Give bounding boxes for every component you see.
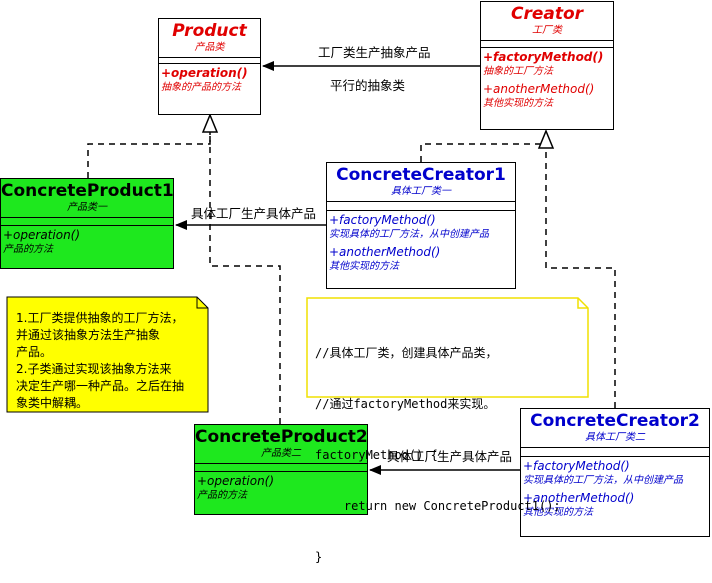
concrete-creator2-factory-method-desc: 实现具体的工厂方法，从中创建产品 bbox=[523, 475, 683, 486]
concrete-creator2-another-method: +anotherMethod() bbox=[523, 491, 635, 505]
code-note-shape bbox=[306, 297, 589, 398]
concrete-creator1-factory-method: +factoryMethod() bbox=[329, 213, 436, 227]
concrete-product2-operation: +operation() bbox=[197, 474, 275, 488]
cc2-cp2-label: 具体工厂生产具体产品 bbox=[387, 449, 513, 464]
concrete-product1-attributes bbox=[1, 218, 173, 226]
code-note-line-2: //通过factoryMethod来实现。 bbox=[315, 397, 496, 411]
left-note-line-3: 产品。 bbox=[16, 345, 53, 359]
concrete-creator2-factory-method: +factoryMethod() bbox=[523, 459, 630, 473]
concrete-creator1-another-method-desc: 其他实现的方法 bbox=[329, 261, 399, 272]
concrete-creator2-name: ConcreteCreator2 bbox=[530, 411, 700, 431]
concrete-creator1-subtitle: 具体工厂类一 bbox=[391, 186, 451, 197]
creator-factory-method-desc: 抽象的工厂方法 bbox=[483, 66, 553, 77]
concrete-product2-attributes bbox=[195, 464, 367, 472]
left-note-line-4: 2.子类通过实现该抽象方法来 bbox=[16, 362, 172, 376]
creator-factory-method: +factoryMethod() bbox=[483, 50, 604, 64]
concrete-creator1-class[interactable]: ConcreteCreator1 具体工厂类一 +factoryMethod()… bbox=[326, 162, 516, 289]
code-note-line-4: return new ConcreteProduct1(); bbox=[315, 499, 561, 513]
creator-product-label-1: 工厂类生产抽象产品 bbox=[318, 45, 431, 60]
connector-layer bbox=[6, 61, 616, 475]
code-note-line-1: //具体工厂类，创建具体产品类， bbox=[315, 346, 498, 360]
concrete-product1-subtitle: 产品类一 bbox=[67, 202, 107, 213]
left-note-line-1: 1.工厂类提供抽象的工厂方法， bbox=[16, 311, 184, 325]
creator-class-subtitle: 工厂类 bbox=[532, 25, 562, 36]
cp2-product-inheritance bbox=[209, 132, 281, 424]
creator-another-method: +anotherMethod() bbox=[483, 82, 595, 96]
product-class[interactable]: Product 产品类 +operation() 抽象的产品的方法 bbox=[158, 18, 261, 115]
concrete-product1-name: ConcreteProduct1 bbox=[1, 181, 174, 201]
product-operation: +operation() bbox=[161, 66, 248, 80]
concrete-product1-class[interactable]: ConcreteProduct1 产品类一 +operation() 产品的方法 bbox=[0, 178, 174, 269]
creator-another-method-desc: 其他实现的方法 bbox=[483, 98, 553, 109]
code-note-line-5: } bbox=[315, 550, 323, 564]
concrete-creator2-attributes bbox=[521, 448, 709, 457]
left-note-shape bbox=[6, 296, 209, 413]
product-inheritance-triangle bbox=[201, 113, 219, 133]
concrete-creator2-class[interactable]: ConcreteCreator2 具体工厂类二 +factoryMethod()… bbox=[520, 408, 710, 537]
product-attributes bbox=[159, 58, 260, 64]
cc1-creator-inheritance bbox=[420, 143, 547, 162]
product-class-subtitle: 产品类 bbox=[194, 42, 225, 53]
left-note-line-2: 并通过该抽象方法生产抽象 bbox=[16, 328, 161, 342]
code-note: //具体工厂类，创建具体产品类， //通过factoryMethod来实现。 f… bbox=[315, 311, 585, 583]
concrete-creator2-another-method-desc: 其他实现的方法 bbox=[523, 507, 593, 518]
product-operation-desc: 抽象的产品的方法 bbox=[161, 82, 241, 93]
concrete-creator1-attributes bbox=[327, 202, 515, 211]
concrete-product1-operation: +operation() bbox=[3, 228, 81, 242]
creator-attributes bbox=[481, 41, 613, 48]
concrete-product1-operation-desc: 产品的方法 bbox=[3, 244, 53, 255]
left-note-line-6: 象类中解耦。 bbox=[16, 396, 89, 410]
cc2-creator-inheritance bbox=[545, 148, 616, 408]
cp1-product-inheritance bbox=[87, 132, 211, 178]
concrete-product2-name: ConcreteProduct2 bbox=[195, 427, 368, 447]
concrete-creator1-another-method: +anotherMethod() bbox=[329, 245, 441, 259]
concrete-product2-subtitle: 产品类二 bbox=[261, 448, 301, 459]
concrete-product2-operation-desc: 产品的方法 bbox=[197, 490, 247, 501]
product-class-name: Product bbox=[172, 21, 247, 41]
creator-inheritance-triangle bbox=[537, 129, 555, 149]
code-note-line-3: factoryMethod() { bbox=[315, 448, 438, 462]
creator-class-name: Creator bbox=[510, 4, 584, 24]
concrete-creator1-name: ConcreteCreator1 bbox=[336, 165, 506, 185]
concrete-product2-class[interactable]: ConcreteProduct2 产品类二 +operation() 产品的方法 bbox=[194, 424, 368, 515]
creator-product-label-2: 平行的抽象类 bbox=[330, 78, 406, 93]
left-note: 1.工厂类提供抽象的工厂方法， 并通过该抽象方法生产抽象 产品。 2.子类通过实… bbox=[16, 310, 206, 412]
concrete-creator1-factory-method-desc: 实现具体的工厂方法，从中创建产品 bbox=[329, 229, 489, 240]
left-note-line-5: 决定生产哪一种产品。之后在抽 bbox=[16, 379, 185, 393]
creator-class[interactable]: Creator 工厂类 +factoryMethod() 抽象的工厂方法 +an… bbox=[480, 1, 614, 130]
concrete-creator2-subtitle: 具体工厂类二 bbox=[585, 432, 645, 443]
cc1-cp1-label: 具体工厂生产具体产品 bbox=[191, 206, 317, 221]
